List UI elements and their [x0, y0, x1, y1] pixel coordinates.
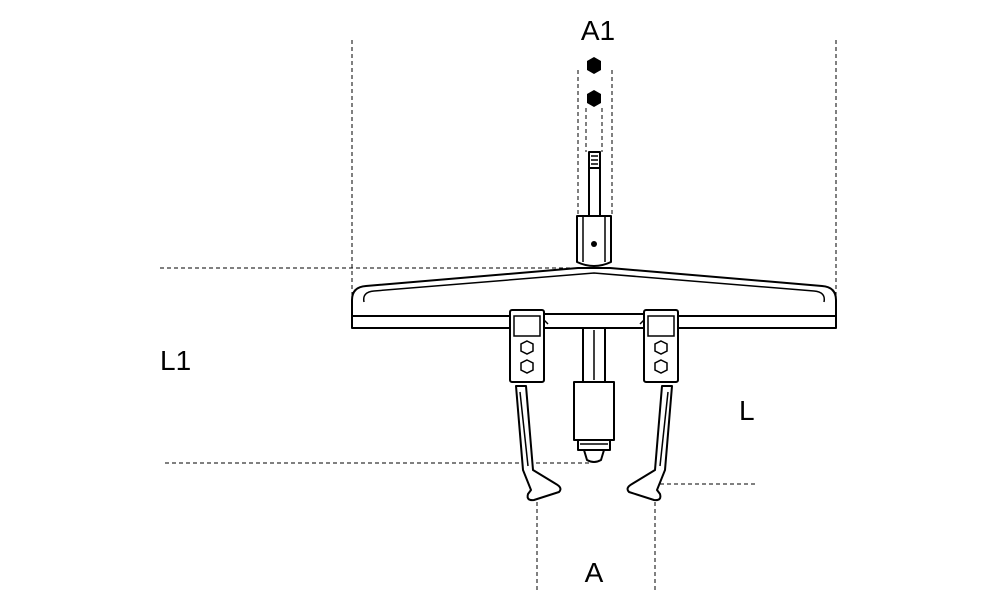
nut-pin — [591, 241, 597, 247]
left-jaw — [509, 309, 562, 502]
crossbar-inner-edge — [362, 272, 826, 303]
right-jaw-slider — [643, 309, 679, 383]
left-slider-window — [513, 315, 541, 337]
left-jaw-slider — [509, 309, 545, 383]
hexagon-icon — [654, 359, 668, 374]
rail-center-bar — [539, 313, 649, 329]
cylinder-body — [573, 381, 615, 441]
cylinder-tip — [583, 449, 605, 463]
crossbar — [351, 267, 837, 329]
screw-shaft — [588, 167, 601, 217]
hexagon-icon — [520, 340, 534, 355]
spindle-head — [576, 151, 612, 267]
label-l: L — [739, 395, 755, 426]
label-a: A — [585, 557, 604, 588]
hexagon-icon — [587, 90, 601, 107]
label-a1: A1 — [581, 15, 615, 46]
hexagon-icon — [520, 359, 534, 374]
right-jaw — [626, 309, 679, 502]
hexagon-icon — [587, 57, 601, 74]
label-l1: L1 — [160, 345, 191, 376]
cylinder-ring — [577, 439, 611, 451]
right-jaw-arm — [626, 385, 673, 502]
crossbar-body — [351, 267, 837, 317]
dimension-guides — [160, 40, 837, 592]
left-jaw-arm — [515, 385, 562, 502]
right-slider-window — [647, 315, 675, 337]
center-cylinder — [573, 327, 615, 463]
hexagon-icon — [654, 340, 668, 355]
